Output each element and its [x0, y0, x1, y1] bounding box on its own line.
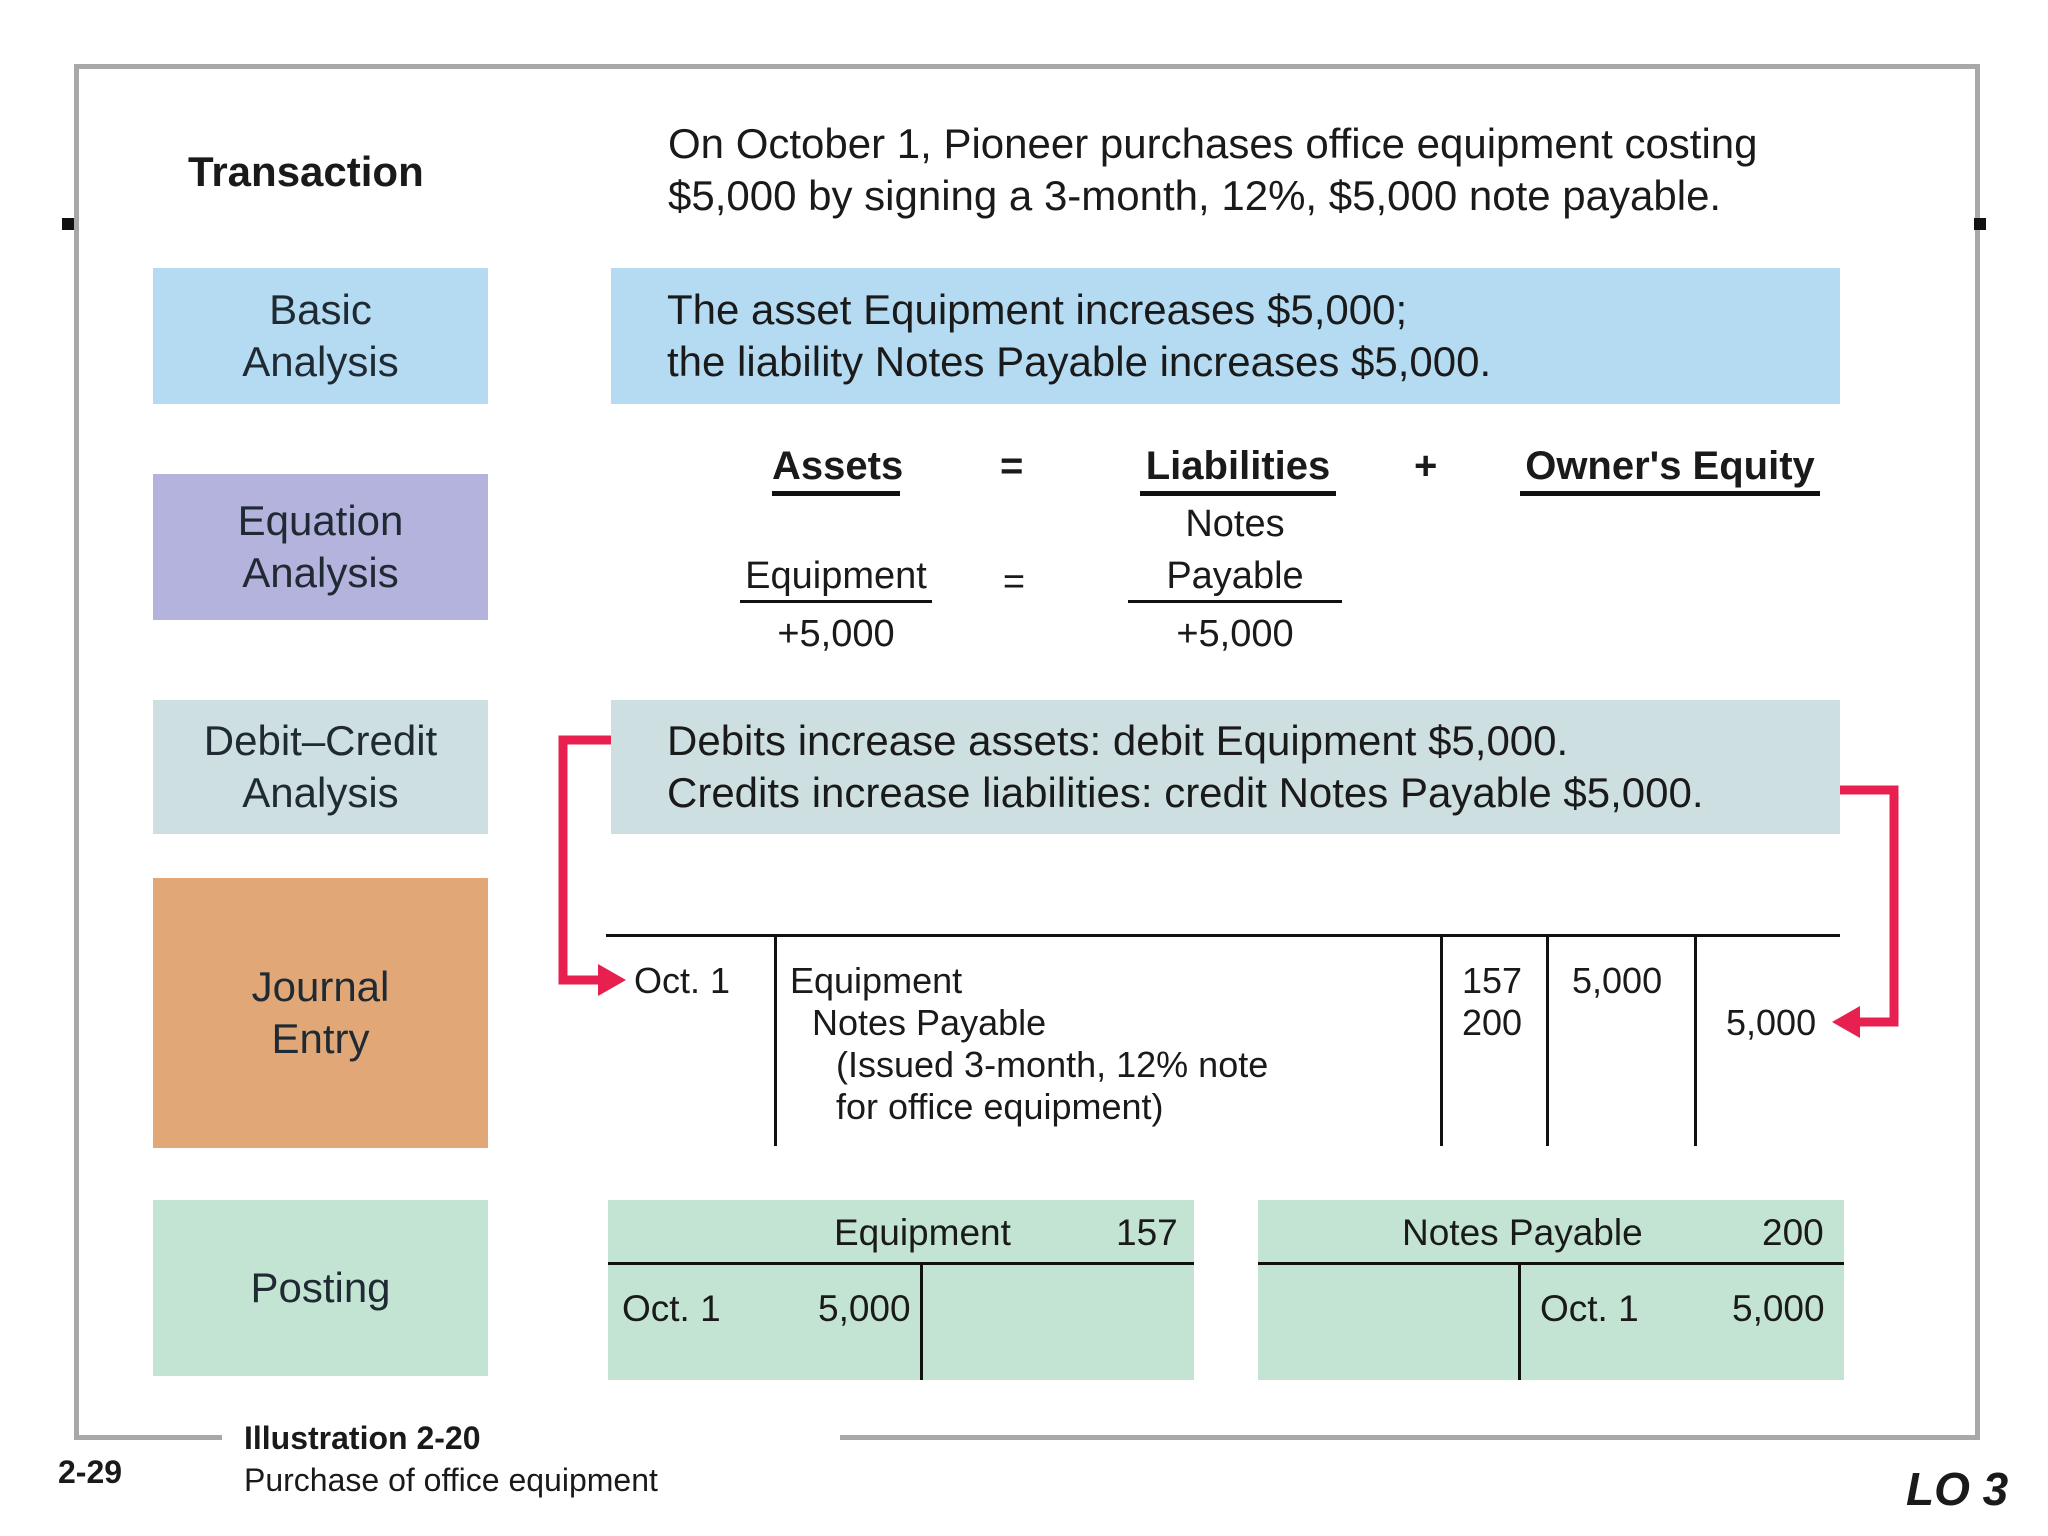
frame-tick-right — [1974, 218, 1986, 230]
equals-header: = — [1000, 444, 1024, 488]
illustration-frame — [74, 64, 1980, 1440]
journal-debit-amount: 5,000 — [1572, 960, 1663, 1001]
journal-entry-label: Journal Entry — [153, 878, 488, 1148]
illustration-caption: Purchase of office equipment — [244, 1462, 658, 1498]
journal-credit-account: Notes Payable — [812, 1002, 1047, 1043]
equipment-t-account: Equipment 157 Oct. 1 5,000 — [608, 1200, 1194, 1380]
transaction-description: On October 1, Pioneer purchases office e… — [668, 120, 1758, 219]
frame-tick-left — [62, 218, 74, 230]
notes-payable-t-amount: 5,000 — [1732, 1288, 1825, 1329]
plus-header: + — [1414, 444, 1438, 488]
equipment-t-name: Equipment — [834, 1212, 1011, 1253]
notes-payable-t-name: Notes Payable — [1402, 1212, 1643, 1253]
journal-top-rule — [606, 934, 1840, 937]
journal-ref-debit: 157 — [1462, 960, 1523, 1001]
notes-payable-underline — [1128, 600, 1342, 603]
notes-payable-t-account: Notes Payable 200 Oct. 1 5,000 — [1258, 1200, 1844, 1380]
journal-explanation-line-1: (Issued 3-month, 12% note — [836, 1044, 1269, 1085]
transaction-label: Transaction — [188, 148, 424, 195]
equals-sign: = — [1002, 561, 1026, 603]
journal-debit-account: Equipment — [790, 960, 963, 1001]
credit-arrow — [1840, 785, 1899, 1027]
journal-divider-credit — [1694, 936, 1697, 1146]
illustration-number: Illustration 2-20 — [244, 1420, 481, 1456]
equipment-t-number: 157 — [1116, 1212, 1178, 1253]
equation-analysis-label: Equation Analysis — [153, 474, 488, 620]
notes-payable-account: Notes Payable — [1166, 503, 1304, 597]
notes-payable-t-date: Oct. 1 — [1540, 1288, 1639, 1329]
journal-credit-amount: 5,000 — [1726, 1002, 1817, 1043]
debit-arrow — [558, 735, 612, 985]
basic-analysis-text: The asset Equipment increases $5,000; th… — [611, 268, 1840, 404]
debit-credit-analysis-label: Debit–Credit Analysis — [153, 700, 488, 834]
liabilities-header: Liabilities — [1140, 444, 1336, 496]
credit-arrowhead — [1832, 1006, 1860, 1038]
frame-gap — [222, 1425, 840, 1455]
equipment-t-amount: 5,000 — [818, 1288, 911, 1329]
posting-label: Posting — [153, 1200, 488, 1376]
journal-ref-credit: 200 — [1462, 1002, 1523, 1043]
debit-arrowhead — [598, 964, 626, 996]
equipment-account: Equipment — [745, 555, 927, 597]
journal-date: Oct. 1 — [634, 960, 731, 1001]
equipment-t-rule — [608, 1262, 1194, 1265]
journal-explanation-line-2: for office equipment) — [836, 1086, 1164, 1127]
journal-divider-date — [774, 936, 777, 1146]
notes-payable-t-divider — [1518, 1262, 1521, 1380]
assets-header: Assets — [772, 444, 903, 496]
equipment-t-date: Oct. 1 — [622, 1288, 721, 1329]
learning-objective: LO 3 — [1906, 1463, 2009, 1515]
owners-equity-header: Owner's Equity — [1520, 444, 1820, 496]
notes-payable-t-rule — [1258, 1262, 1844, 1265]
journal-divider-ref — [1440, 936, 1443, 1146]
notes-payable-change: +5,000 — [1176, 613, 1294, 655]
basic-analysis-label: Basic Analysis — [153, 268, 488, 404]
equipment-change: +5,000 — [777, 613, 895, 655]
journal-divider-debit — [1546, 936, 1549, 1146]
equipment-t-divider — [920, 1262, 923, 1380]
notes-payable-t-number: 200 — [1762, 1212, 1824, 1253]
page-number: 2-29 — [58, 1454, 123, 1490]
equipment-underline — [740, 600, 932, 603]
debit-credit-analysis-text: Debits increase assets: debit Equipment … — [611, 700, 1840, 834]
